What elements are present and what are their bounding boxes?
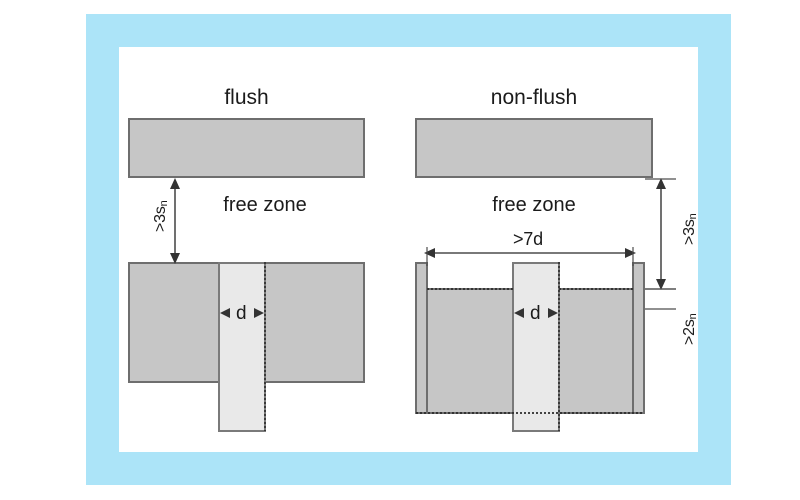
right-clearance-text: >3s <box>681 219 698 245</box>
left-clearance-text: >3s <box>152 206 169 232</box>
right-clearance-label: >3sn <box>681 213 699 245</box>
left-clearance-label: >3sn <box>152 200 170 232</box>
left-mount-block-right <box>264 262 365 383</box>
left-opposing-block <box>128 118 365 178</box>
right-clearance-subscript: n <box>687 213 699 220</box>
left-sensor-body <box>218 262 266 432</box>
right-opposing-block <box>415 118 653 178</box>
left-clearance-subscript: n <box>158 200 170 207</box>
left-mount-block-left <box>128 262 220 383</box>
right-pocket-depth-label: >2sn <box>681 313 699 345</box>
right-pocket-depth-subscript: n <box>687 313 699 320</box>
left-diameter-label: d <box>236 303 247 324</box>
left-free-zone-label: free zone <box>223 194 307 216</box>
right-sensor-body <box>512 262 560 432</box>
right-diameter-label: d <box>530 303 541 324</box>
right-diagram-title: non-flush <box>490 86 578 109</box>
right-pocket-width-label: >7d <box>513 229 543 249</box>
right-mount-body-left <box>426 288 514 414</box>
right-mount-body-right <box>558 288 634 414</box>
right-pocket-depth-text: >2s <box>681 319 698 345</box>
left-diagram-title: flush <box>224 86 269 109</box>
right-free-zone-label: free zone <box>492 194 576 216</box>
